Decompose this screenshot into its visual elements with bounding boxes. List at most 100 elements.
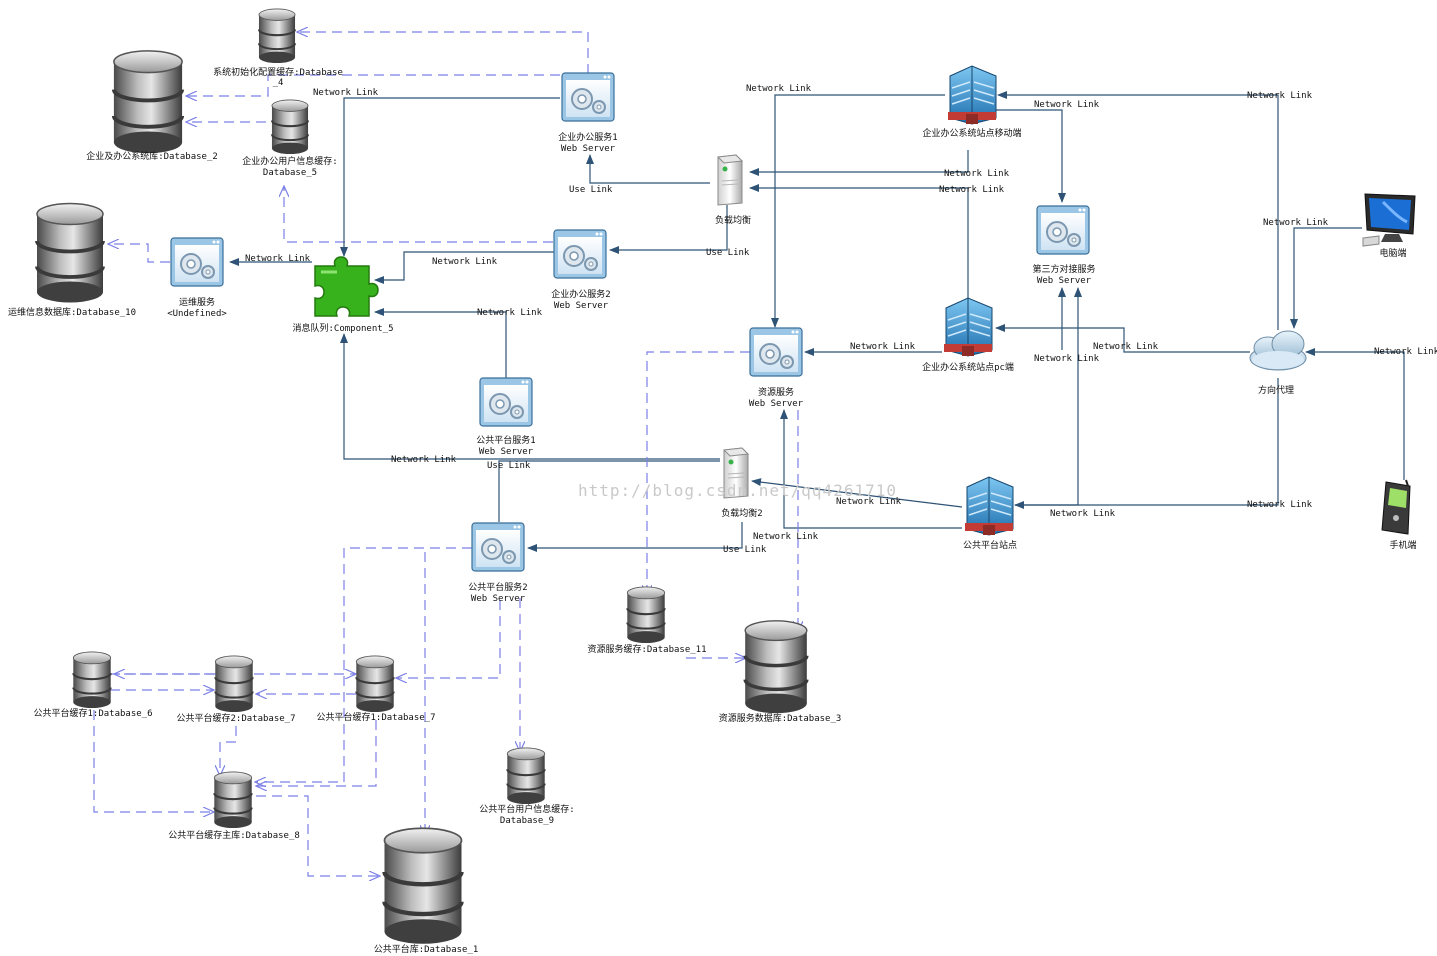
enterprise-web-server-1-node: 企业办公服务1 Web Server bbox=[558, 72, 618, 154]
node-label: 企业办公服务2 bbox=[551, 288, 610, 300]
database-icon bbox=[257, 7, 297, 65]
node-label: 手机端 bbox=[1389, 539, 1416, 551]
public-web-server-1-node: 公共平台服务1 Web Server bbox=[476, 377, 536, 457]
link-label: Network Link bbox=[245, 254, 311, 264]
database-icon bbox=[626, 585, 666, 645]
message-queue-node: 消息队列:Component_5 bbox=[292, 256, 394, 334]
monitor-icon bbox=[1362, 193, 1416, 247]
node-label: _4 bbox=[273, 78, 284, 88]
node-label: 公共平台站点 bbox=[963, 539, 1017, 551]
web-server-icon bbox=[561, 72, 615, 122]
database-9-node: 公共平台用户信息缓存: Database_9 bbox=[479, 746, 575, 826]
link-label: Network Link bbox=[313, 88, 379, 98]
mobile-site-node: 企业办公系统站点移动端 bbox=[922, 65, 1022, 139]
node-label: 第三方对接服务 bbox=[1032, 263, 1095, 275]
database-icon bbox=[743, 619, 809, 715]
web-server-icon bbox=[1036, 205, 1090, 255]
link-label: Network Link bbox=[432, 257, 498, 267]
node-label: 公共平台库:Database_1 bbox=[374, 943, 479, 955]
database-2-node: 企业及办公系统库:Database_2 bbox=[86, 48, 218, 162]
node-label: 运维服务 bbox=[179, 296, 215, 308]
node-label: 公共平台缓存主库:Database_8 bbox=[168, 829, 300, 841]
link-label: Network Link bbox=[1034, 354, 1100, 364]
node-label: <Undefined> bbox=[167, 309, 227, 319]
link-label: Use Link bbox=[569, 185, 613, 195]
link-label: Network Link bbox=[939, 185, 1005, 195]
building-icon bbox=[943, 297, 993, 357]
link-label: Use Link bbox=[487, 461, 531, 471]
database-6-node: 公共平台缓存1:Database_6 bbox=[33, 650, 153, 719]
node-label: 方向代理 bbox=[1258, 384, 1294, 396]
link-label: Network Link bbox=[1263, 218, 1329, 228]
database-1-node: 公共平台库:Database_1 bbox=[374, 828, 479, 955]
watermark: http://blog.csdn.net/qq4261710 bbox=[578, 481, 897, 500]
link-label: Network Link bbox=[746, 84, 812, 94]
node-label: Web Server bbox=[1037, 276, 1092, 286]
puzzle-piece-icon bbox=[314, 256, 379, 317]
database-3-node: 资源服务数据库:Database_3 bbox=[719, 619, 842, 724]
node-label: 系统初始化配置缓存:Database bbox=[213, 66, 343, 78]
node-label: Web Server bbox=[479, 447, 534, 457]
mobile-client-node: 手机端 bbox=[1381, 479, 1417, 551]
load-balancer-2-node: 负载均衡2 bbox=[721, 447, 763, 519]
building-icon bbox=[947, 65, 997, 125]
web-server-icon bbox=[170, 237, 224, 287]
link-label: Network Link bbox=[1093, 342, 1159, 352]
pc-site-node: 企业办公系统站点pc端 bbox=[922, 297, 1014, 373]
link-label: Network Link bbox=[1247, 500, 1313, 510]
node-label: 运维信息数据库:Database_10 bbox=[8, 306, 136, 318]
ops-service-node: 运维服务 <Undefined> bbox=[167, 237, 227, 319]
database-icon bbox=[72, 650, 112, 710]
database-icon bbox=[111, 48, 185, 156]
link-label: Network Link bbox=[1050, 509, 1116, 519]
web-server-icon bbox=[553, 229, 607, 279]
link-label: Network Link bbox=[1247, 91, 1313, 101]
node-label: 企业及办公系统库:Database_2 bbox=[86, 150, 218, 162]
link-label: Network Link bbox=[850, 342, 916, 352]
enterprise-web-server-2-node: 企业办公服务2 Web Server bbox=[551, 229, 611, 311]
node-label: 资源服务缓存:Database_11 bbox=[587, 643, 706, 655]
node-label: Web Server bbox=[554, 301, 609, 311]
database-7a-node: 公共平台缓存2:Database_7 bbox=[176, 654, 296, 724]
node-label: 电脑端 bbox=[1379, 247, 1406, 259]
building-icon bbox=[964, 476, 1014, 536]
node-label: 资源服务数据库:Database_3 bbox=[719, 712, 842, 724]
node-label: 公共平台缓存1:Database_6 bbox=[33, 707, 152, 719]
node-label: 企业办公系统站点pc端 bbox=[922, 361, 1014, 373]
database-icon bbox=[385, 828, 462, 944]
link-label: Network Link bbox=[1374, 347, 1437, 357]
node-label: 负载均衡2 bbox=[721, 507, 762, 519]
public-site-node: 公共平台站点 bbox=[963, 476, 1017, 551]
link-label: Network Link bbox=[477, 308, 543, 318]
link-label: Network Link bbox=[944, 169, 1010, 179]
node-label: 公共平台服务2 bbox=[468, 581, 527, 593]
database-7b-node: 公共平台缓存1:Database_7 bbox=[316, 654, 436, 723]
node-label: Web Server bbox=[749, 399, 804, 409]
database-11-node: 资源服务缓存:Database_11 bbox=[587, 585, 707, 655]
resource-service-node: 资源服务 Web Server bbox=[749, 327, 804, 409]
database-8-node: 公共平台缓存主库:Database_8 bbox=[168, 770, 300, 841]
web-server-icon bbox=[479, 377, 533, 427]
database-5-node: 企业办公用户信息缓存: Database_5 bbox=[242, 98, 338, 178]
link-labels: Network Link Network Link Network Link N… bbox=[245, 84, 1437, 555]
link-label: Network Link bbox=[391, 455, 457, 465]
pda-phone-icon bbox=[1381, 479, 1411, 535]
link-label: Use Link bbox=[723, 545, 767, 555]
node-label: Database_9 bbox=[500, 816, 554, 826]
server-tower-icon bbox=[717, 154, 743, 206]
load-balancer-1-node: 负载均衡 bbox=[715, 154, 751, 226]
database-10-node: 运维信息数据库:Database_10 bbox=[8, 201, 136, 318]
node-label: 企业办公系统站点移动端 bbox=[922, 127, 1021, 139]
link-label: Network Link bbox=[753, 532, 819, 542]
web-server-icon bbox=[749, 327, 803, 377]
node-label: Database_5 bbox=[263, 168, 317, 178]
node-label: 消息队列:Component_5 bbox=[292, 322, 393, 334]
database-icon bbox=[355, 654, 395, 714]
link-label: Network Link bbox=[1034, 100, 1100, 110]
cloud-icon bbox=[1249, 330, 1307, 371]
node-label: 企业办公服务1 bbox=[558, 131, 617, 143]
reverse-proxy-node: 方向代理 bbox=[1249, 330, 1307, 396]
web-server-icon bbox=[471, 522, 525, 572]
database-4-node: 系统初始化配置缓存:Database _4 bbox=[213, 7, 343, 88]
